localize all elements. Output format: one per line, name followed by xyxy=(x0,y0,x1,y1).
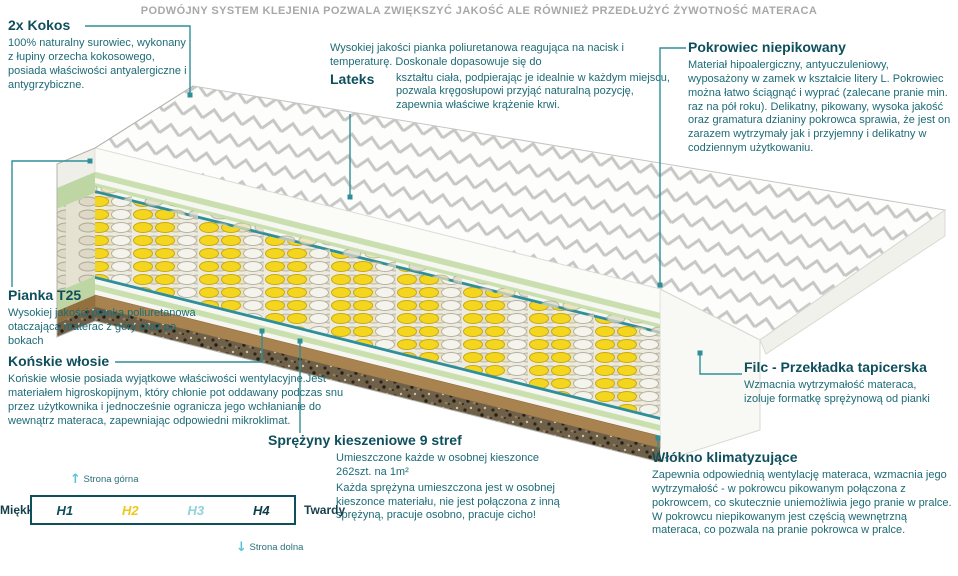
konskie-body: Końskie włosie posiada wyjątkowe właściw… xyxy=(8,373,344,427)
lateks-intro: Wysokiej jakości pianka poliuretanowa re… xyxy=(330,42,625,68)
top-side-label: Strona górna xyxy=(83,474,139,486)
block-sprezyny: Sprężyny kieszeniowe 9 stref Umieszczone… xyxy=(268,432,568,525)
wlokno-title: Włókno klimatyzujące xyxy=(652,449,798,465)
cover-end-cap xyxy=(659,209,946,463)
lateks-title: Lateks xyxy=(330,70,375,87)
filc-body: Wzmacnia wytrzymałość materaca, izoluje … xyxy=(744,379,930,406)
left-cut-face xyxy=(57,148,95,337)
sprezyny-body2: Każda sprężyna umieszczona jest w osobne… xyxy=(336,481,560,522)
page-title: PODWÓJNY SYSTEM KLEJENIA POZWALA ZWIĘKSZ… xyxy=(140,5,818,17)
block-konskie: Końskie włosie Końskie włosie posiada wy… xyxy=(8,353,346,430)
block-filc: Filc - Przekładka tapicerska Wzmacnia wy… xyxy=(744,359,948,409)
horsehair-layer xyxy=(95,284,660,431)
hardness-h4[interactable]: H4 xyxy=(252,502,270,518)
pianka-title: Pianka T25 xyxy=(8,287,82,303)
rebond-base-layer xyxy=(95,307,660,462)
filc-title: Filc - Przekładka tapicerska xyxy=(744,359,927,375)
pokrowiec-body: Materiał hipoalergiczny, antyuczuleniowy… xyxy=(688,59,951,154)
kokos-body: 100% naturalny surowiec, wykonany z łupi… xyxy=(8,37,187,91)
hardness-h3[interactable]: H3 xyxy=(187,502,205,518)
block-wlokno: Włókno klimatyzujące Zapewnia odpowiedni… xyxy=(652,449,954,540)
pianka-body: Wysokiej jakości pianka poliuretanowa ot… xyxy=(8,307,196,347)
block-pianka: Pianka T25 Wysokiej jakości pianka poliu… xyxy=(8,287,206,351)
top-side-note: ↑ Strona górna xyxy=(70,472,138,487)
connector-endpoints xyxy=(87,92,703,441)
bottom-side-note: ↓ Strona dolna xyxy=(236,540,303,555)
lateks-body: kształtu ciała, podpierając je idealnie … xyxy=(396,71,670,112)
kokos-title: 2x Kokos xyxy=(8,17,71,33)
connector-lines xyxy=(11,25,742,450)
pokrowiec-title: Pokrowiec niepikowany xyxy=(688,39,846,55)
block-kokos: 2x Kokos 100% naturalny surowiec, wykona… xyxy=(8,17,188,94)
block-lateks: Wysokiej jakości pianka poliuretanowa re… xyxy=(330,42,678,115)
springs-front-row xyxy=(95,193,660,417)
wlokno-body: Zapewnia odpowiednią wentylację materaca… xyxy=(652,469,952,537)
block-pokrowiec: Pokrowiec niepikowany Materiał hipoalerg… xyxy=(688,39,952,158)
up-arrow-icon: ↑ xyxy=(70,472,81,487)
hard-label: Twardy xyxy=(304,503,346,517)
bottom-side-label: Strona dolna xyxy=(249,542,304,554)
sprezyny-title: Sprężyny kieszeniowe 9 stref xyxy=(268,432,462,448)
down-arrow-icon: ↓ xyxy=(236,540,247,555)
hardness-h1[interactable]: H1 xyxy=(56,502,74,518)
sprezyny-body1: Umieszczone każde w osobnej kieszonce 26… xyxy=(336,452,539,479)
hardness-h2[interactable]: H2 xyxy=(121,502,139,518)
soft-label: Miękki xyxy=(0,503,37,517)
cross-section-layers xyxy=(56,85,661,463)
hardness-box: H1 H2 H3 H4 xyxy=(30,495,296,525)
konskie-title: Końskie włosie xyxy=(8,353,110,369)
